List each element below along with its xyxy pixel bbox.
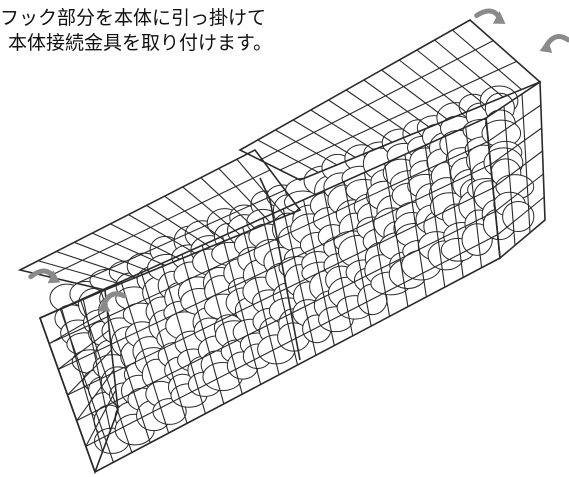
wire-cage [38, 80, 546, 475]
right-end-mesh-panel [485, 80, 546, 260]
right-lid-panel [238, 19, 542, 181]
instruction-caption: フック部分を本体に引っ掛けて 本体接続金具を取り付けます。 [0, 6, 272, 56]
left-end-mesh-panel [38, 288, 119, 475]
curved-arrow-icon [28, 268, 61, 284]
caption-line-1: フック部分を本体に引っ掛けて [0, 7, 267, 29]
stones-group [49, 85, 535, 454]
open-lid-panels [17, 19, 542, 291]
left-lid-panel [17, 148, 302, 291]
stone-fill [49, 85, 535, 454]
curved-arrow-icon [539, 33, 569, 53]
curved-arrow-icon [474, 8, 506, 24]
caption-line-2: 本体接続金具を取り付けます。 [8, 32, 273, 54]
curved-arrow-icon [97, 291, 127, 312]
rotation-arrows [28, 8, 569, 312]
